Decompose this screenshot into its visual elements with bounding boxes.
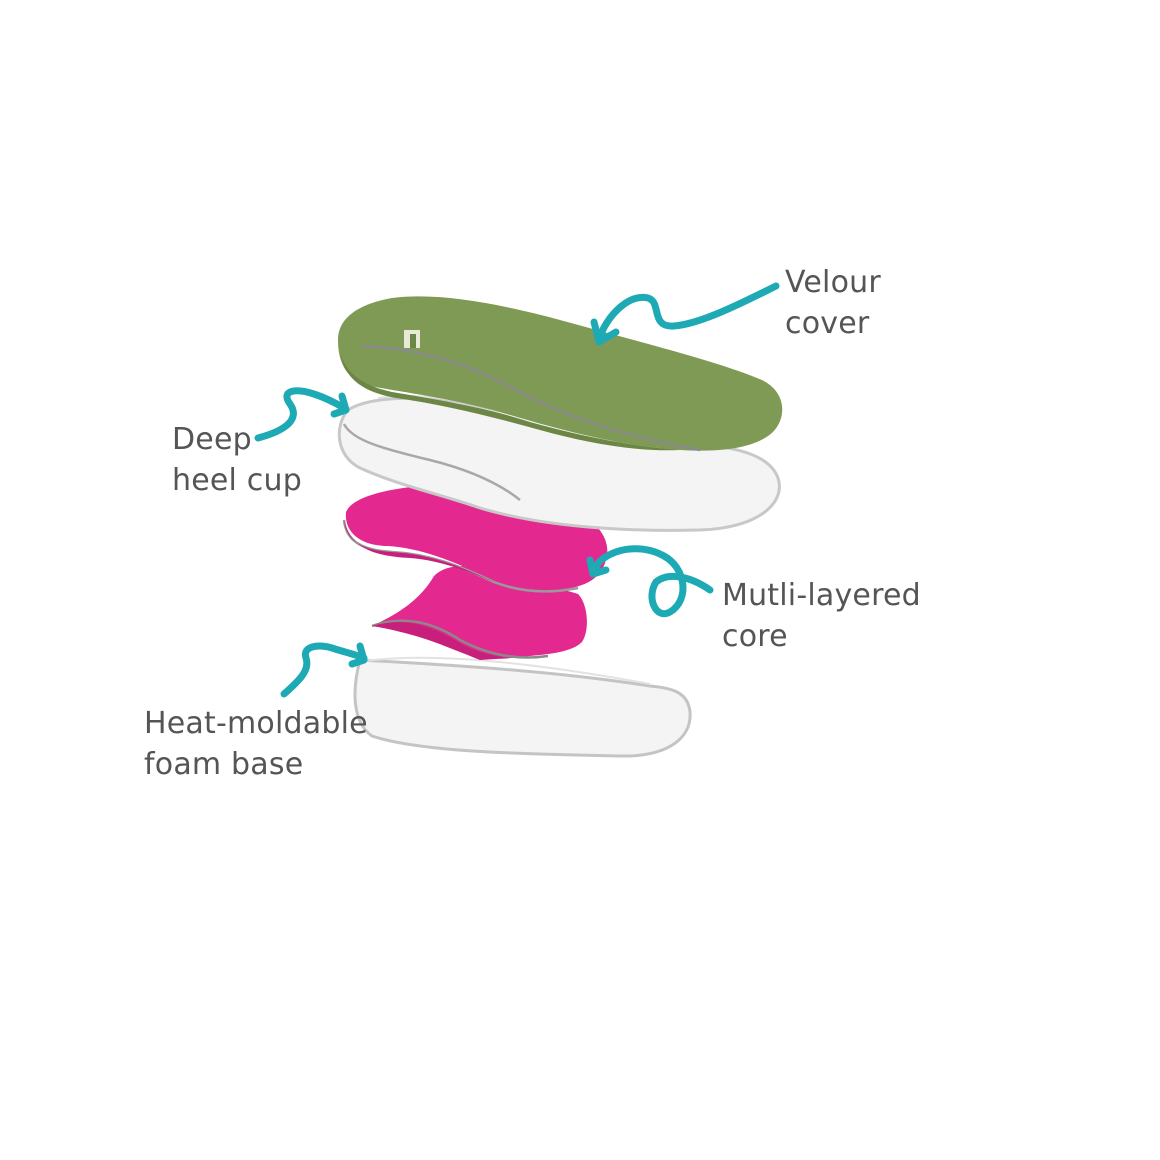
foam-base-arrow-icon [280,642,368,698]
velour-cover-layer [338,296,783,452]
foam-base-layer [353,656,692,758]
deep-heel-cup-label-line1: Deep [172,422,252,457]
foam-base-label-line2: foam base [144,747,304,782]
deep-heel-cup-label: Deep heel cup [172,419,302,501]
foam-base-label-line1: Heat-moldable [144,706,368,741]
multi-layered-core-label: Mutli-layered core [722,575,921,657]
multi-layered-core-label-line1: Mutli-layered [722,578,921,613]
deep-heel-cup-label-line2: heel cup [172,463,302,498]
core-arrow-icon [586,545,714,618]
velour-cover-label: Velour cover [785,262,881,344]
velour-cover-arrow-icon [590,282,780,346]
heel-cup-arrow-icon [254,387,350,442]
multi-layered-core-label-line2: core [722,619,788,654]
velour-cover-label-line1: Velour [785,265,881,300]
velour-cover-label-line2: cover [785,306,870,341]
foam-base-label: Heat-moldable foam base [144,703,368,785]
